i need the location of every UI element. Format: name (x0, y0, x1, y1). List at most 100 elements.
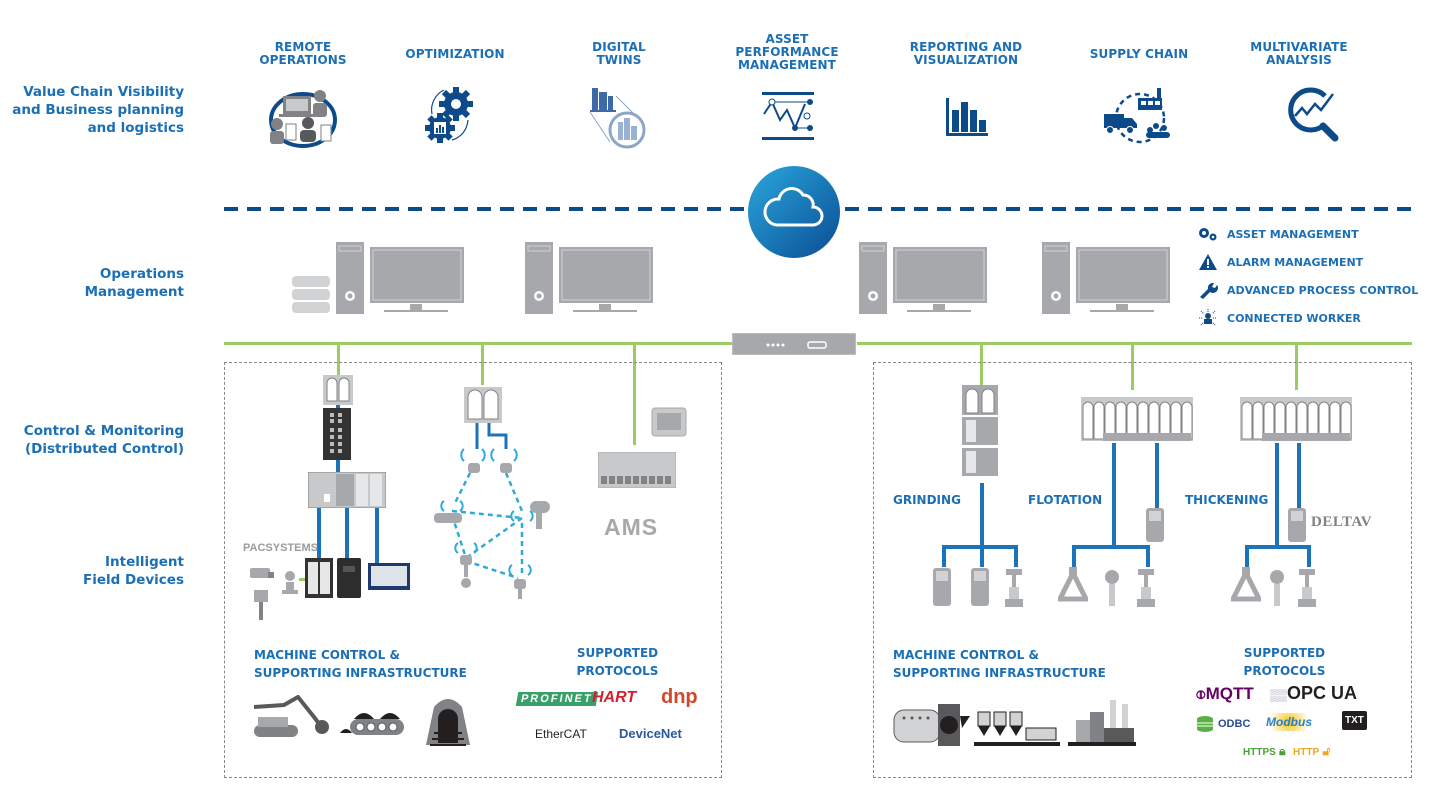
ams-logo: AMS (604, 514, 659, 540)
drop-line (337, 345, 340, 375)
protocol-opc-ua: ▒▒OPC UA (1270, 683, 1358, 703)
drop-line (1131, 345, 1134, 390)
controller-rack-icon (1081, 397, 1193, 441)
link-line (980, 483, 984, 545)
transmitter-icon (1270, 570, 1284, 606)
link-line (375, 508, 379, 563)
cloud-boundary-divider (224, 207, 1414, 211)
link-line (1245, 545, 1311, 549)
protocol-modbus: Modbus (1262, 713, 1316, 731)
drive-icon (933, 568, 951, 606)
remote-operations-icon (269, 90, 337, 148)
gears-icon (1199, 228, 1217, 241)
unlocked-padlock-icon: 🔓︎ (1319, 744, 1331, 758)
link-line (942, 545, 946, 567)
left-panel-mining (224, 362, 722, 778)
network-backbone-right (857, 342, 1412, 345)
link-line (1275, 443, 1279, 548)
network-backbone-left (224, 342, 734, 345)
cloud-icon (748, 166, 840, 258)
supply-chain-icon (1104, 88, 1170, 144)
control-valve-icon (1005, 569, 1023, 607)
link-line (345, 508, 349, 558)
drive-icon (337, 558, 361, 598)
hmi-panel-icon (368, 563, 410, 590)
layer-label-field-devices: Intelligent Field Devices (83, 554, 184, 588)
link-line (980, 545, 984, 567)
link-line (1112, 443, 1116, 548)
ethernet-switch-icon (323, 408, 351, 460)
capability-optimization: OPTIMIZATION (405, 47, 505, 61)
wrench-icon (1200, 282, 1218, 299)
right-panel-processing (873, 362, 1412, 778)
protocol-mqtt: ⦷MQTT (1196, 684, 1254, 703)
link-line (1155, 443, 1159, 509)
plc-rack-icon (308, 472, 386, 508)
protocol-http: HTTP 🔓︎ (1293, 744, 1331, 758)
link-line (1297, 443, 1301, 509)
transmitter-icon (1105, 570, 1119, 606)
control-valve-icon (1137, 569, 1155, 607)
protocol-hart: HART (592, 689, 637, 706)
field-devices-camera-meters (250, 568, 298, 620)
link-line (336, 460, 340, 472)
vfd-drive-icon (1146, 508, 1164, 542)
area-flotation: FLOTATION (1028, 493, 1103, 507)
protocol-dnp: dnp (661, 686, 698, 708)
area-grinding: GRINDING (893, 493, 961, 507)
workstation-icon (859, 242, 987, 314)
protocol-devicenet: DeviceNet (619, 726, 682, 741)
legend-asset-management: ASSET MANAGEMENT (1198, 226, 1359, 242)
flow-meter-icon (1231, 567, 1261, 602)
link-line (299, 578, 307, 581)
capability-asset-performance: ASSET PERFORMANCE MANAGEMENT (735, 32, 839, 72)
capability-multivariate: MULTIVARIATE ANALYSIS (1250, 40, 1348, 67)
right-machine-control-title: MACHINE CONTROL & SUPPORTING INFRASTRUCT… (893, 648, 1106, 680)
analysis-magnifier-icon (1288, 87, 1339, 142)
connected-worker-icon (1199, 309, 1217, 326)
bar-chart-icon (946, 98, 988, 136)
control-valve-icon (1298, 569, 1316, 607)
capability-digital-twins: DIGITAL TWINS (592, 40, 646, 67)
server-stack-icon (292, 276, 330, 313)
io-module-icon (305, 558, 333, 598)
grinding-controller-icon (962, 385, 998, 476)
layer-label-operations: Operations Management (84, 266, 184, 300)
capability-remote-operations: REMOTE OPERATIONS (259, 40, 347, 67)
link-line (1072, 545, 1150, 549)
deltav-logo: DELTAV (1311, 514, 1373, 530)
protocol-https: HTTPS 🔒︎ (1243, 744, 1286, 758)
legend-advanced-process-control: ADVANCED PROCESS CONTROL (1198, 281, 1418, 299)
layer-label-value-chain: Value Chain Visibility and Business plan… (12, 84, 184, 136)
legend-connected-worker: CONNECTED WORKER (1198, 309, 1361, 327)
link-line (1245, 545, 1249, 567)
capability-reporting: REPORTING AND VISUALIZATION (909, 40, 1023, 67)
capability-supply-chain: SUPPLY CHAIN (1089, 47, 1189, 61)
link-line (1072, 545, 1076, 567)
drop-line (980, 345, 983, 385)
workstation-icon (336, 242, 464, 314)
drop-line (481, 345, 484, 385)
protocol-ethercat: EtherCAT (535, 727, 587, 741)
protocol-txt: TXT (1342, 711, 1367, 730)
digital-twins-icon (589, 88, 646, 149)
network-switch-icon (732, 333, 856, 355)
drive-icon (971, 568, 989, 606)
processing-plant-illustrations (893, 700, 1136, 746)
area-thickening: THICKENING (1185, 493, 1269, 507)
drop-line (1295, 345, 1298, 390)
right-protocols-title: SUPPORTED PROTOCOLS (1243, 646, 1326, 678)
left-machine-control-title: MACHINE CONTROL & SUPPORTING INFRASTRUCT… (254, 648, 467, 680)
mining-equipment-illustrations (254, 695, 470, 746)
layer-label-control: Control & Monitoring (Distributed Contro… (23, 423, 184, 457)
database-icon (1197, 716, 1213, 732)
legend-alarm-management: ALARM MANAGEMENT (1198, 253, 1363, 271)
workstation-icon (525, 242, 653, 314)
link-line (317, 508, 321, 568)
optimization-gears-icon (425, 87, 473, 143)
vfd-drive-icon (1288, 508, 1306, 542)
flow-meter-icon (1058, 567, 1088, 602)
ams-io-rack-icon (598, 452, 676, 488)
link-line (1014, 545, 1018, 567)
ams-device-icon (651, 407, 687, 437)
